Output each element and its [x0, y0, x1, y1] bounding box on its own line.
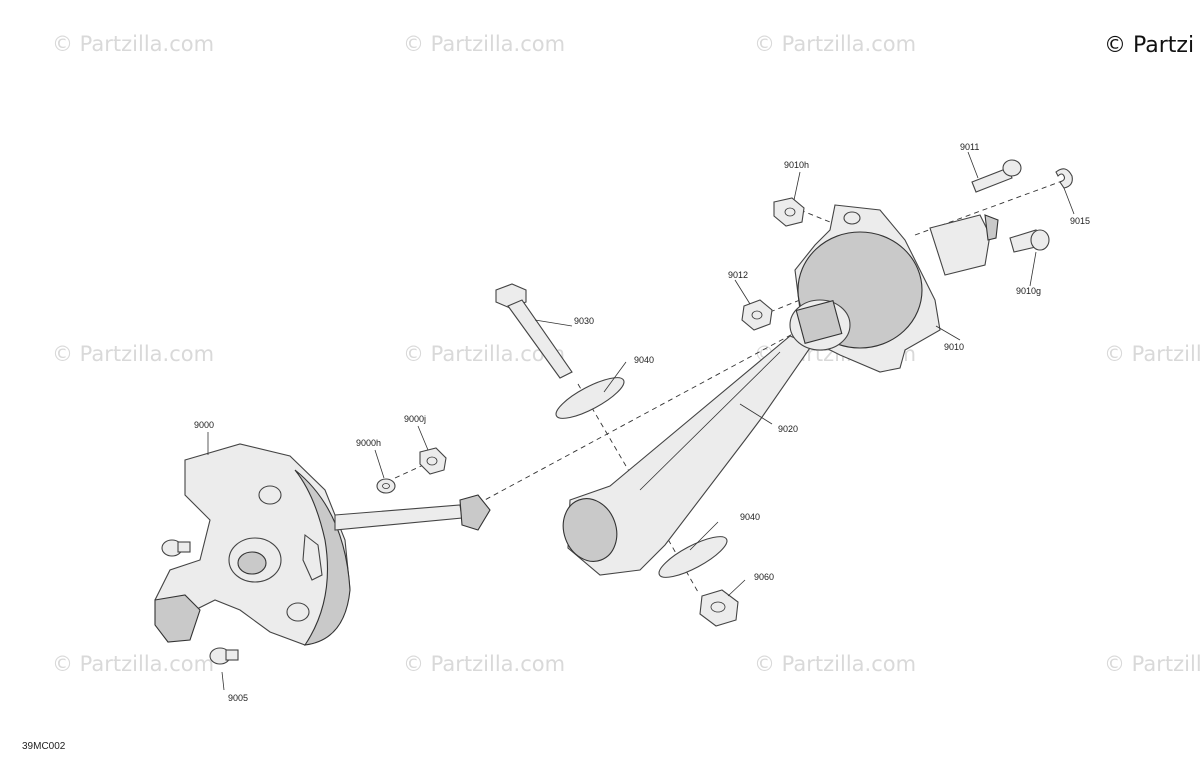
callout-9040: 9040 [634, 355, 654, 365]
washer-9040-lower[interactable] [654, 529, 731, 584]
callout-9040: 9040 [740, 512, 760, 522]
callout-9015: 9015 [1070, 216, 1090, 226]
washer-9040-upper[interactable] [551, 370, 628, 425]
washer-9000h[interactable] [376, 478, 396, 494]
callout-9011: 9011 [960, 142, 979, 152]
bolt-9010g[interactable] [1009, 229, 1050, 253]
screw-9005[interactable] [161, 539, 239, 665]
callout-9010h: 9010h [784, 160, 809, 170]
watermark: © Partzilla.com [403, 32, 566, 56]
watermark: © Partzilla.com [52, 342, 215, 366]
nut-9060[interactable] [699, 589, 739, 627]
assembly-axis [799, 209, 831, 223]
clip-9015[interactable] [1055, 168, 1073, 189]
callout-9000h: 9000h [356, 438, 381, 448]
watermark: © Partzilla.com [754, 652, 917, 676]
watermark: © Partzilla.com [403, 652, 566, 676]
callout-9000j: 9000j [404, 414, 426, 424]
bolt-9011[interactable] [971, 159, 1022, 193]
watermark: © Partzilla.com [1104, 342, 1200, 366]
tie-rod[interactable] [334, 494, 491, 531]
nut-9010h[interactable] [773, 197, 805, 227]
callout-9010g: 9010g [1016, 286, 1041, 296]
callout-9060: 9060 [754, 572, 774, 582]
watermark: © Partzilla.com [52, 32, 215, 56]
callout-9010: 9010 [944, 342, 964, 352]
nut-9000j[interactable] [419, 447, 447, 475]
brand-watermark: © Partzi [1104, 33, 1195, 58]
diagram-reference: 39MC002 [22, 741, 66, 752]
watermark: © Partzilla.com [1104, 652, 1200, 676]
callout-9012: 9012 [728, 270, 748, 280]
arm-9020[interactable] [555, 335, 813, 576]
assembly-axis [394, 461, 431, 479]
callout-9005: 9005 [228, 693, 248, 703]
watermark: © Partzilla.com [52, 652, 215, 676]
actuator-9010[interactable] [789, 204, 999, 373]
leader-lines [207, 151, 1075, 691]
watermark: © Partzilla.com [754, 32, 917, 56]
bolt-9030[interactable] [495, 283, 573, 379]
guard-plate-9000[interactable] [154, 443, 351, 646]
callout-9000: 9000 [194, 420, 214, 430]
callout-9020: 9020 [778, 424, 798, 434]
callout-9030: 9030 [574, 316, 594, 326]
nut-9012[interactable] [741, 299, 773, 331]
